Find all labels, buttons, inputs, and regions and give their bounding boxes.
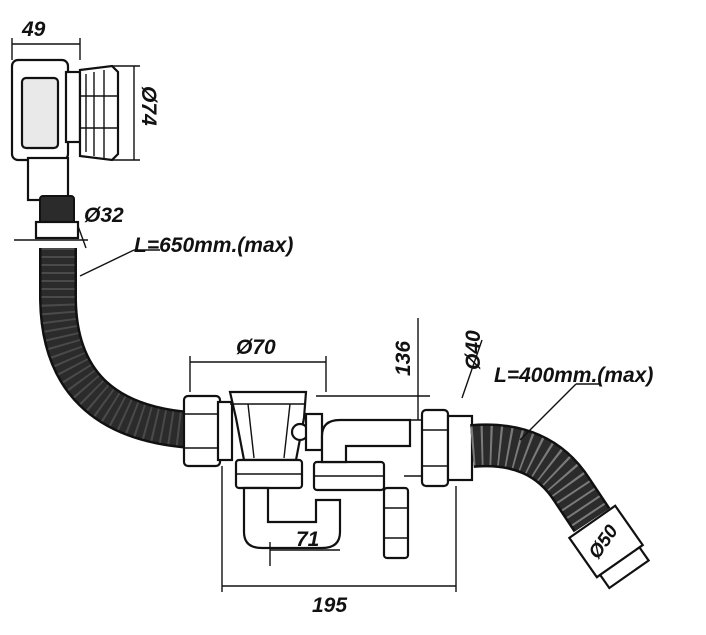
dim-diameter-74: Ø74 (137, 86, 160, 126)
overflow-assembly: 49 Ø74 Ø32 (10, 18, 160, 249)
dim-total-195: 195 (312, 594, 347, 617)
waste-body: Ø70 136 Ø40 (182, 318, 485, 617)
dim-hose-length-650: L=650mm.(max) (134, 234, 293, 257)
dim-diameter-70: Ø70 (236, 336, 276, 359)
outlet-hose: Ø50 L=400mm.(max) (470, 364, 653, 590)
dim-trap-71: 71 (296, 528, 319, 551)
dim-height-136: 136 (392, 341, 415, 376)
dim-diameter-32: Ø32 (84, 204, 124, 227)
dim-49: 49 (21, 18, 46, 41)
dim-diameter-40: Ø40 (462, 330, 485, 370)
dim-outlet-hose-length-400: L=400mm.(max) (494, 364, 653, 387)
overflow-hose: L=650mm.(max) (39, 234, 293, 449)
